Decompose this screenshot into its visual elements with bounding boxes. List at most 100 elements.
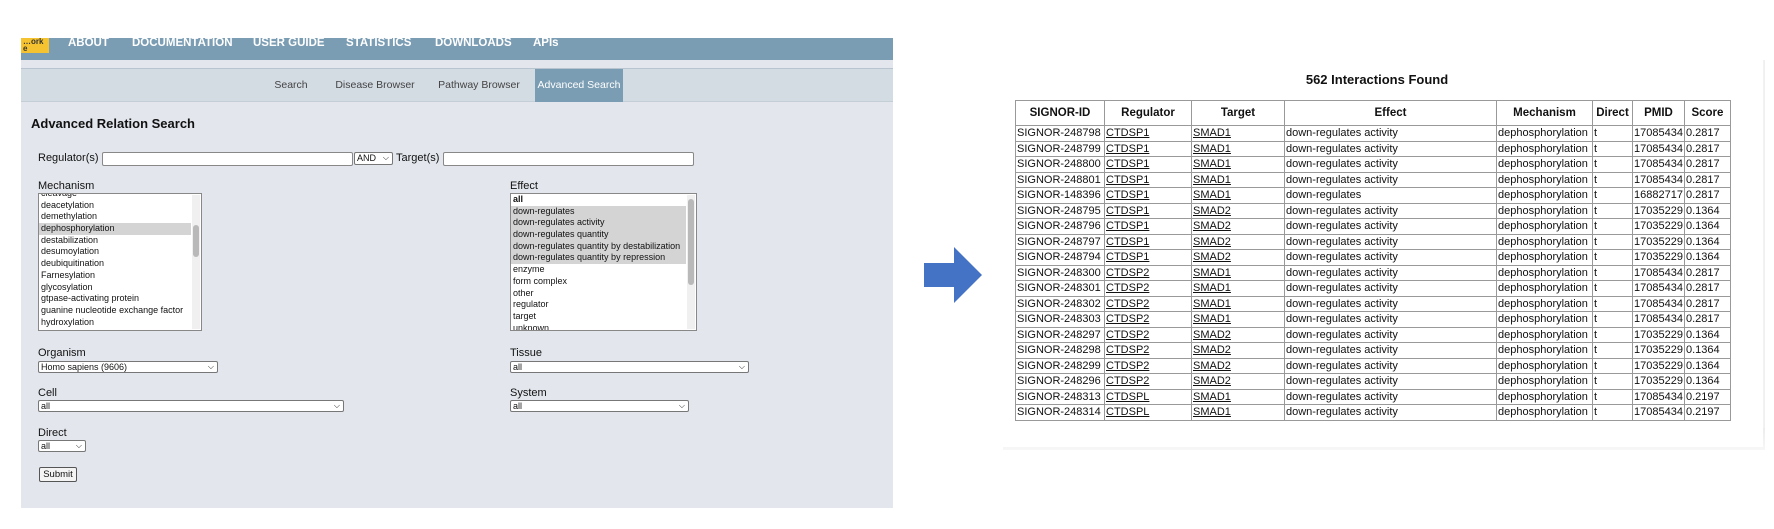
mechanism-option[interactable]: hydroxylation (41, 316, 95, 327)
effect-option[interactable]: other (513, 287, 534, 298)
table-cell-link[interactable]: SMAD2 (1191, 249, 1285, 266)
table-cell-link[interactable]: CTDSP2 (1104, 373, 1192, 390)
table-cell-link[interactable]: SMAD1 (1191, 311, 1285, 328)
table-cell-link[interactable]: CTDSP2 (1104, 311, 1192, 328)
table-cell-link[interactable]: SMAD1 (1191, 140, 1285, 157)
mechanism-scrollbar[interactable] (192, 195, 200, 329)
organism-select[interactable]: Homo sapiens (9606)⌵ (38, 361, 218, 373)
table-cell-link[interactable]: CTDSP2 (1104, 357, 1192, 374)
effect-scroll-thumb[interactable] (688, 199, 694, 285)
effect-option[interactable]: all (513, 194, 524, 204)
effect-option[interactable]: enzyme (513, 264, 545, 275)
mechanism-option[interactable]: gtpase-activating protein (41, 293, 140, 304)
effect-option[interactable]: regulator (513, 299, 549, 310)
table-cell-link[interactable]: CTDSPL (1104, 404, 1192, 421)
table-cell: t (1592, 202, 1633, 219)
target-input[interactable] (443, 152, 694, 166)
table-cell-link[interactable]: CTDSP1 (1104, 202, 1192, 219)
table-cell-link[interactable]: SMAD2 (1191, 373, 1285, 390)
table-cell: t (1592, 171, 1633, 188)
nav-apis[interactable]: APIs (533, 37, 559, 49)
mechanism-option[interactable]: guanine nucleotide exchange factor (41, 304, 184, 315)
table-cell: 17085434 (1632, 264, 1685, 281)
table-cell-link[interactable]: CTDSP2 (1104, 342, 1192, 359)
table-cell-link[interactable]: CTDSP1 (1104, 140, 1192, 157)
table-cell: SIGNOR-248799 (1015, 140, 1105, 157)
mechanism-option[interactable]: cleavage (41, 193, 78, 198)
table-cell: SIGNOR-248298 (1015, 342, 1105, 359)
table-cell-link[interactable]: CTDSP2 (1104, 295, 1192, 312)
table-cell-link[interactable]: CTDSP1 (1104, 218, 1192, 235)
effect-option[interactable]: down-regulates quantity by destabilizati… (511, 240, 686, 253)
effect-option[interactable]: down-regulates quantity by repression (511, 252, 686, 265)
tissue-select[interactable]: all⌵ (510, 361, 749, 373)
effect-option[interactable]: down-regulates quantity (511, 229, 686, 241)
subnav-disease-browser[interactable]: Disease Browser (335, 79, 415, 91)
regulator-input[interactable] (102, 152, 353, 166)
table-cell-link[interactable]: CTDSP1 (1104, 171, 1192, 188)
nav-statistics[interactable]: STATISTICS (346, 37, 412, 49)
mechanism-option[interactable]: Farnesylation (41, 269, 96, 280)
mechanism-option[interactable]: deacetylation (41, 199, 95, 210)
table-cell-link[interactable]: CTDSP2 (1104, 280, 1192, 297)
table-cell-link[interactable]: SMAD1 (1191, 171, 1285, 188)
nav-about[interactable]: ABOUT (68, 37, 109, 49)
direct-select[interactable]: all⌵ (38, 440, 86, 452)
effect-option[interactable]: down-regulates activity (511, 217, 686, 230)
effect-scrollbar[interactable] (687, 195, 695, 329)
subnav-pathway-browser[interactable]: Pathway Browser (438, 79, 520, 91)
subnav-search[interactable]: Search (274, 79, 308, 91)
system-select[interactable]: all⌵ (510, 400, 689, 412)
table-cell-link[interactable]: SMAD1 (1191, 388, 1285, 405)
table-cell-link[interactable]: SMAD1 (1191, 125, 1285, 142)
table-cell-link[interactable]: CTDSP2 (1104, 264, 1192, 281)
effect-option[interactable]: unknown (513, 322, 550, 331)
table-cell-link[interactable]: CTDSP2 (1104, 326, 1192, 343)
table-cell-link[interactable]: CTDSP1 (1104, 233, 1192, 250)
mechanism-scroll-thumb[interactable] (193, 225, 199, 257)
table-cell-link[interactable]: SMAD2 (1191, 357, 1285, 374)
table-cell-link[interactable]: CTDSP1 (1104, 156, 1192, 173)
nav-downloads[interactable]: DOWNLOADS (435, 37, 512, 49)
nav-documentation[interactable]: DOCUMENTATION (132, 37, 233, 49)
table-cell-link[interactable]: SMAD2 (1191, 342, 1285, 359)
mechanism-option[interactable]: dephosphorylation (39, 223, 191, 235)
submit-button[interactable]: Submit (39, 467, 77, 482)
table-cell: SIGNOR-248795 (1015, 202, 1105, 219)
table-cell-link[interactable]: CTDSP1 (1104, 125, 1192, 142)
system-value: all (513, 401, 523, 411)
table-cell-link[interactable]: SMAD1 (1191, 264, 1285, 281)
table-cell-link[interactable]: CTDSP1 (1104, 187, 1192, 204)
mechanism-option[interactable]: glycosylation (41, 281, 93, 292)
mechanism-option[interactable]: demethylation (41, 211, 98, 222)
chevron-down-icon: ⌵ (75, 441, 82, 450)
effect-option[interactable]: down-regulates (511, 205, 686, 218)
table-cell-link[interactable]: SMAD2 (1191, 233, 1285, 250)
table-cell-link[interactable]: CTDSP1 (1104, 249, 1192, 266)
subnav-advanced-search[interactable]: Advanced Search (535, 69, 623, 102)
mechanism-option[interactable]: destabilization (41, 234, 99, 245)
table-cell-link[interactable]: SMAD2 (1191, 218, 1285, 235)
site-logo[interactable]: …ork e (21, 38, 49, 53)
table-cell-link[interactable]: SMAD1 (1191, 187, 1285, 204)
operator-select[interactable]: AND⌵ (354, 152, 393, 165)
mechanism-option[interactable]: deubiquitination (41, 258, 105, 269)
effect-option[interactable]: target (513, 310, 537, 321)
table-cell-link[interactable]: SMAD1 (1191, 156, 1285, 173)
table-cell-link[interactable]: SMAD1 (1191, 295, 1285, 312)
mechanism-option[interactable]: desumoylation (41, 246, 100, 257)
table-cell-link[interactable]: CTDSPL (1104, 388, 1192, 405)
table-cell: dephosphorylation (1496, 311, 1593, 328)
table-cell-link[interactable]: SMAD2 (1191, 202, 1285, 219)
chevron-down-icon: ⌵ (382, 153, 389, 162)
table-cell-link[interactable]: SMAD1 (1191, 404, 1285, 421)
table-cell-link[interactable]: SMAD1 (1191, 280, 1285, 297)
table-cell: 0.2817 (1683, 140, 1731, 157)
nav-user-guide[interactable]: USER GUIDE (253, 37, 325, 49)
cell-select[interactable]: all⌵ (38, 400, 344, 412)
table-cell-link[interactable]: SMAD2 (1191, 326, 1285, 343)
effect-option[interactable]: form complex (513, 275, 568, 286)
